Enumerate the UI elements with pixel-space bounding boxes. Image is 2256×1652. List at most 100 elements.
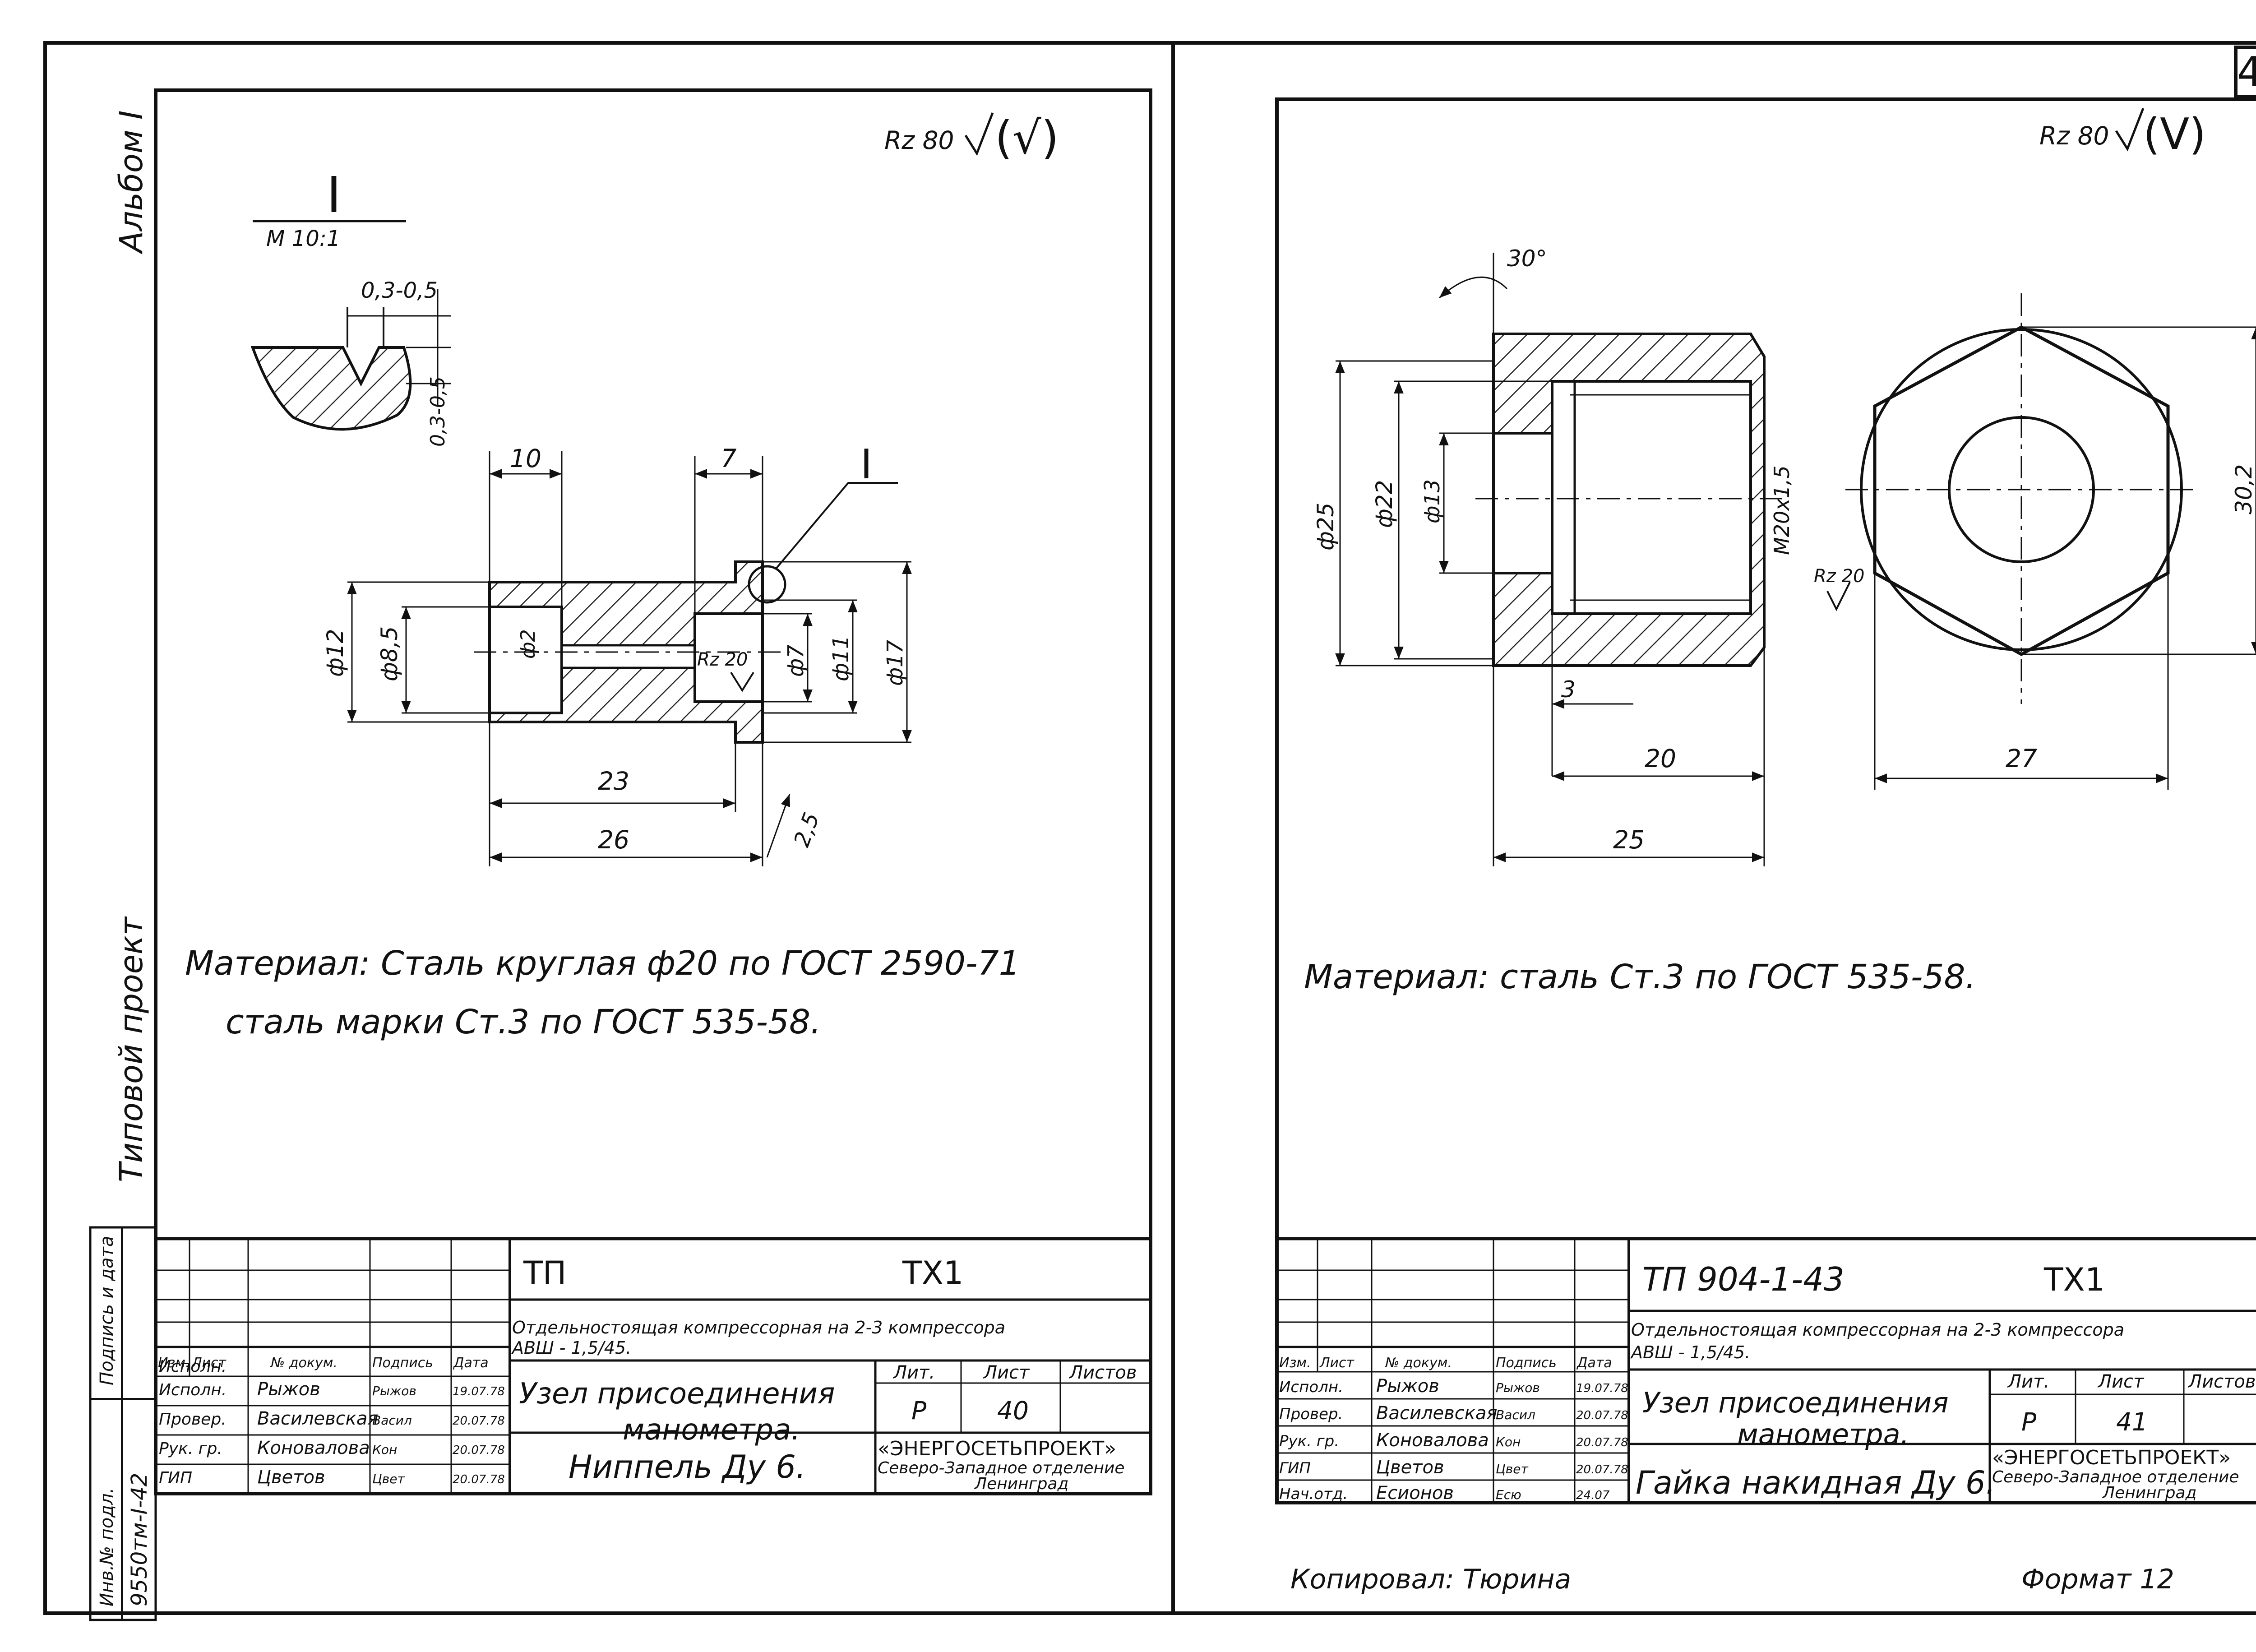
svg-text:М20х1,5: М20х1,5 [1770,465,1794,555]
left-surface-mark: Rz 80 (√) [884,111,1059,164]
section-detail-mark: I [860,441,873,488]
svg-text:Лит.: Лит. [892,1362,935,1383]
svg-text:Провер.: Провер. [159,1410,227,1429]
right-code: ТП 904-1-43 [1642,1260,1845,1298]
svg-text:24.07: 24.07 [1576,1489,1610,1502]
svg-text:2,5: 2,5 [789,809,825,850]
svg-text:Rz 20: Rz 20 [697,649,748,670]
svg-text:№ докум.: № докум. [270,1355,337,1371]
right-assembly2: манометра. [1737,1418,1909,1451]
left-inner-frame [154,88,1152,1495]
svg-text:3: 3 [1561,676,1576,703]
left-title-block: Изм. Лист № докум. Подпись Дата ТП ТХ1 О… [154,1237,1152,1495]
svg-text:20.07.78: 20.07.78 [453,1414,505,1428]
svg-text:20.07.78: 20.07.78 [1576,1409,1628,1422]
page-number-box [2234,46,2256,99]
inv-number-value: 9550тм-I-42 [127,1473,152,1606]
svg-text:Цветов: Цветов [257,1467,325,1488]
left-description: Отдельностоящая компрессорная на 2-3 ком… [512,1318,1005,1337]
copied-by: Копировал: Тюрина [1290,1564,1571,1595]
album-label: Альбом I [113,110,150,255]
svg-text:19.07.78: 19.07.78 [453,1385,505,1398]
detail-scale: М 10:1 [266,226,340,251]
left-part-name: Ниппель Ду 6. [569,1448,806,1485]
svg-text:20.07.78: 20.07.78 [1576,1463,1628,1476]
left-assembly: Узел присоединения [519,1377,835,1411]
svg-text:Rz 80: Rz 80 [2039,121,2109,150]
svg-text:ф13: ф13 [1420,479,1444,523]
svg-text:Лист: Лист [191,1355,227,1371]
left-sheet-number: 40 [997,1396,1029,1425]
svg-text:Нач.отд.: Нач.отд. [1279,1485,1348,1503]
svg-text:ф7: ф7 [783,644,809,677]
sheet-format: Формат 12 [2021,1564,2174,1595]
left-material-line1: Материал: Сталь круглая ф20 по ГОСТ 2590… [185,944,1020,983]
svg-text:ф11: ф11 [828,635,854,681]
right-sheet-number: 41 [2116,1407,2148,1436]
sign-date-label: Подпись и дата [97,1236,117,1385]
right-surface-mark: Rz 80 (V) [2039,108,2206,159]
svg-text:Rz 80: Rz 80 [884,126,954,155]
svg-text:Цветов: Цветов [1376,1457,1444,1478]
svg-text:Рук. гр.: Рук. гр. [1279,1432,1339,1450]
svg-text:ГИП: ГИП [159,1469,192,1487]
outer-frame [43,41,2256,1615]
nipple-section: I [474,441,898,744]
left-section: ТХ1 [902,1254,963,1291]
project-type-label: Типовой проект [113,916,150,1182]
left-description2: АВШ - 1,5/45. [511,1338,631,1358]
svg-text:ф8,5: ф8,5 [376,626,402,681]
svg-text:«ЭНЕРГОСЕТЬПРОЕКТ»: «ЭНЕРГОСЕТЬПРОЕКТ» [1992,1446,2231,1469]
right-section: ТХ1 [2043,1261,2105,1298]
svg-text:Васил: Васил [372,1413,412,1428]
svg-text:20: 20 [1645,744,1676,773]
svg-text:20.07.78: 20.07.78 [453,1473,505,1486]
svg-text:Р: Р [2021,1407,2037,1436]
svg-text:Листов: Листов [2187,1371,2256,1392]
side-stamp: Альбом I Типовой проект Подпись и дата И… [89,110,157,1621]
right-description: Отдельностоящая компрессорная на 2-3 ком… [1631,1320,2124,1340]
svg-text:Исполн.: Исполн. [159,1381,227,1399]
svg-text:Кон: Кон [372,1442,397,1457]
svg-text:25: 25 [1613,825,1645,854]
svg-text:7: 7 [721,444,737,473]
svg-text:Изм.: Изм. [158,1355,190,1371]
right-description2: АВШ - 1,5/45. [1630,1342,1750,1362]
svg-text:Коновалова: Коновалова [1376,1430,1489,1451]
svg-text:Северо-Западное отделение: Северо-Западное отделение [1992,1468,2239,1486]
svg-text:Р: Р [911,1396,927,1425]
svg-text:Рыжов: Рыжов [372,1384,416,1398]
svg-text:10: 10 [510,444,541,473]
svg-text:Василевская: Василевская [257,1408,378,1429]
svg-text:Цвет: Цвет [1496,1462,1528,1476]
svg-text:Исполн.: Исполн. [1279,1378,1343,1396]
svg-text:27: 27 [2006,744,2037,773]
inv-number-label: Инв.№ подл. [97,1488,117,1606]
page-number: 41 [2237,48,2256,96]
svg-text:ф2: ф2 [517,629,540,659]
svg-text:23: 23 [598,767,629,796]
svg-text:ф12: ф12 [322,629,348,677]
svg-text:Подпись: Подпись [372,1355,433,1371]
svg-text:20.07.78: 20.07.78 [1576,1436,1628,1449]
svg-text:Дата: Дата [1576,1355,1612,1371]
nut-section [1475,333,1787,667]
nut-dimensions: 30° ф25 ф22 ф13 М20х1,5 Rz 20 3 20 25 [1313,245,1864,866]
svg-text:Василевская: Василевская [1376,1403,1497,1424]
svg-text:ф22: ф22 [1371,480,1397,528]
svg-text:Северо-Западное отделение: Северо-Западное отделение [878,1459,1125,1477]
svg-text:Провер.: Провер. [1279,1405,1343,1423]
svg-text:Rz 20: Rz 20 [1814,566,1864,587]
svg-text:«ЭНЕРГОСЕТЬПРОЕКТ»: «ЭНЕРГОСЕТЬПРОЕКТ» [878,1437,1116,1460]
svg-text:Рук. гр.: Рук. гр. [159,1439,222,1458]
left-material-line2: сталь марки Ст.3 по ГОСТ 535-58. [226,1003,821,1041]
svg-text:Лист: Лист [1319,1355,1355,1371]
svg-text:Листов: Листов [1068,1362,1137,1383]
svg-text:Есю: Есю [1496,1487,1521,1502]
svg-text:Лист: Лист [983,1362,1030,1383]
svg-text:(V): (V) [2143,110,2206,159]
svg-text:Лист: Лист [2097,1371,2145,1392]
svg-text:26: 26 [598,825,629,854]
svg-text:(√): (√) [995,111,1059,164]
